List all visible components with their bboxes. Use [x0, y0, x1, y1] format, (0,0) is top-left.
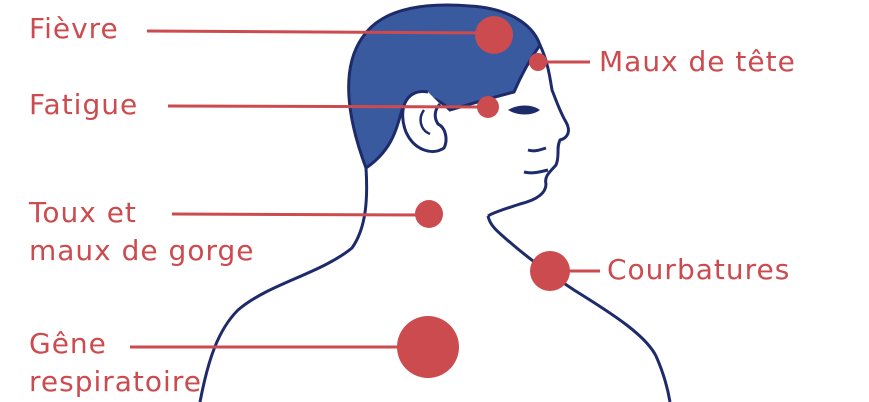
dot-maux-de-tete	[529, 53, 547, 71]
label-maux-de-tete: Maux de tête	[599, 45, 796, 79]
label-toux-line1: Toux et	[29, 194, 254, 232]
label-toux-line2: maux de gorge	[29, 232, 254, 270]
mouth-line	[524, 148, 548, 173]
neck-front-outline	[488, 216, 670, 402]
dot-toux	[415, 200, 443, 228]
leader-fatigue	[168, 106, 488, 107]
label-fievre: Fièvre	[29, 12, 119, 46]
dot-gene	[397, 316, 459, 378]
eye-shape	[508, 106, 540, 115]
dot-courbatures	[530, 251, 570, 291]
label-courbatures: Courbatures	[607, 253, 790, 287]
label-fatigue: Fatigue	[29, 88, 138, 122]
label-toux: Toux et maux de gorge	[29, 194, 254, 270]
dot-fievre	[475, 16, 513, 54]
leader-fievre	[147, 31, 494, 33]
label-gene-line1: Gêne	[29, 325, 202, 363]
label-gene-line2: respiratoire	[29, 363, 202, 401]
dot-fatigue	[477, 96, 499, 118]
label-gene: Gêne respiratoire	[29, 325, 202, 401]
